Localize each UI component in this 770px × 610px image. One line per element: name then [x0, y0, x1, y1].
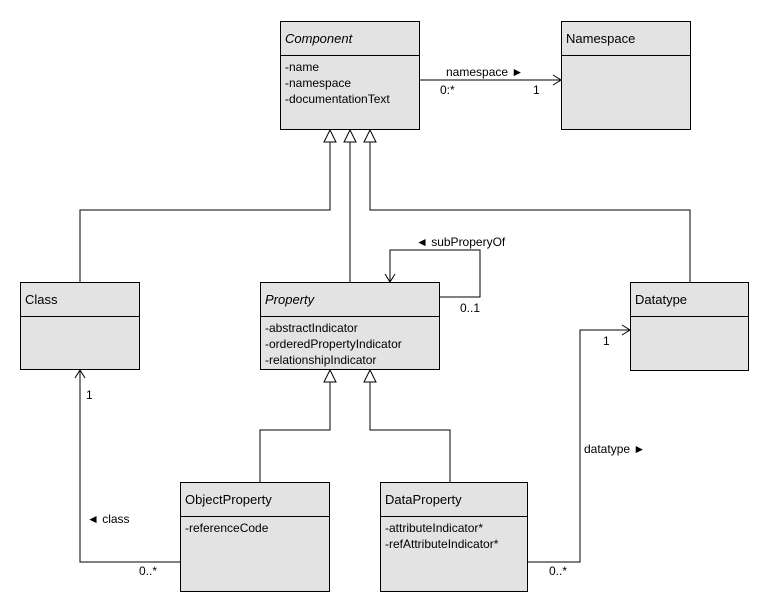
generalization-objectproperty-line — [259, 382, 331, 482]
generalization-triangle-property — [343, 128, 357, 143]
component-attribute: -name — [285, 60, 320, 74]
namespace-target-multiplicity: 1 — [533, 83, 540, 97]
generalization-dataproperty-line — [369, 382, 451, 482]
objectproperty-attributes: -referenceCode — [181, 517, 329, 536]
class-arrowhead — [74, 369, 86, 379]
dataproperty-attribute: -attributeIndicator* — [385, 521, 484, 535]
property-attributes: -abstractIndicator -orderedPropertyIndic… — [261, 317, 439, 368]
class-source-multiplicity: 0..* — [139, 564, 158, 578]
datatype-association-line — [528, 329, 630, 563]
component-attributes: -name -namespace -documentationText — [281, 56, 419, 107]
component-attribute: -namespace — [285, 76, 352, 90]
subpropertyof-multiplicity: 0..1 — [460, 301, 481, 315]
objectproperty-class-box[interactable]: ObjectProperty -referenceCode — [180, 482, 330, 592]
datatype-source-multiplicity: 0..* — [549, 564, 568, 578]
generalization-class-line — [79, 142, 331, 282]
class-target-multiplicity: 1 — [86, 388, 93, 402]
datatype-target-multiplicity: 1 — [603, 334, 610, 348]
property-attribute: -orderedPropertyIndicator — [265, 337, 402, 351]
generalization-triangle-dataproperty — [363, 368, 377, 383]
generalization-triangle-class — [323, 128, 337, 143]
dataproperty-class-box[interactable]: DataProperty -attributeIndicator* -refAt… — [380, 482, 528, 592]
namespace-source-multiplicity: 0:* — [440, 83, 455, 97]
namespace-class-box[interactable]: Namespace — [561, 21, 691, 130]
datatype-class-name: Datatype — [631, 283, 748, 317]
datatype-association-label: datatype ► — [584, 442, 646, 456]
dataproperty-attributes: -attributeIndicator* -refAttributeIndica… — [381, 517, 527, 552]
objectproperty-class-name: ObjectProperty — [181, 483, 329, 517]
dataproperty-class-name: DataProperty — [381, 483, 527, 517]
property-attribute: -abstractIndicator — [265, 321, 358, 335]
class-class-name: Class — [21, 283, 139, 317]
subpropertyof-association-label: ◄ subProperyOf — [416, 235, 506, 249]
namespace-association-label: namespace ► — [446, 65, 524, 79]
class-association-line — [79, 370, 180, 563]
class-class-box[interactable]: Class — [20, 282, 140, 370]
dataproperty-attribute: -refAttributeIndicator* — [385, 537, 499, 551]
property-class-box[interactable]: Property -abstractIndicator -orderedProp… — [260, 282, 440, 370]
objectproperty-attribute: -referenceCode — [185, 521, 269, 535]
generalization-datatype-line — [369, 142, 691, 282]
datatype-class-box[interactable]: Datatype — [630, 282, 749, 371]
component-class-box[interactable]: Component -name -namespace -documentatio… — [280, 21, 420, 130]
property-class-name: Property — [261, 283, 439, 317]
class-association-label: ◄ class — [87, 512, 130, 526]
subpropertyof-association-line — [389, 249, 481, 298]
generalization-triangle-datatype — [363, 128, 377, 143]
component-attribute: -documentationText — [285, 92, 390, 106]
namespace-class-name: Namespace — [562, 22, 690, 56]
component-class-name: Component — [281, 22, 419, 56]
generalization-triangle-objectproperty — [323, 368, 337, 383]
property-attribute: -relationshipIndicator — [265, 353, 377, 367]
